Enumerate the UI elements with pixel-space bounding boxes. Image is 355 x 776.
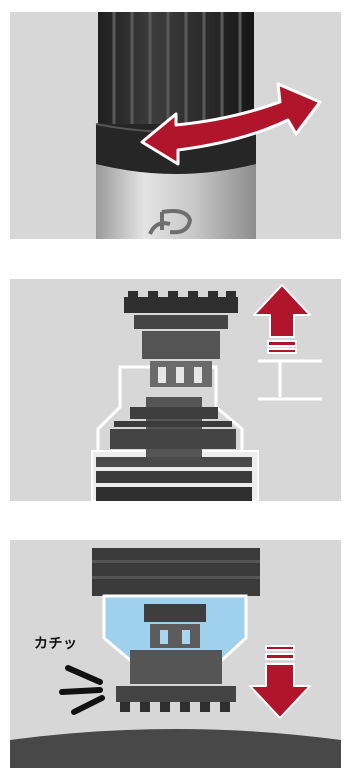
- lower-knob: [116, 686, 236, 702]
- twist-illustration: [10, 12, 341, 239]
- lift-distance-marker: [258, 361, 322, 399]
- down-arrow-icon: [250, 646, 310, 718]
- step-1-twist-panel: [10, 12, 341, 239]
- click-sound-label: カチッ: [34, 633, 78, 653]
- step-3-push-panel: カチッ: [10, 540, 341, 768]
- step-2-pull-panel: [10, 279, 341, 501]
- push-illustration: [10, 540, 341, 768]
- pulled-knob: [124, 297, 238, 313]
- click-burst-icon: [62, 668, 102, 712]
- ground-surface: [10, 729, 341, 768]
- attachment-top: [92, 548, 260, 596]
- pull-illustration: [10, 279, 341, 501]
- up-arrow-icon: [254, 285, 310, 353]
